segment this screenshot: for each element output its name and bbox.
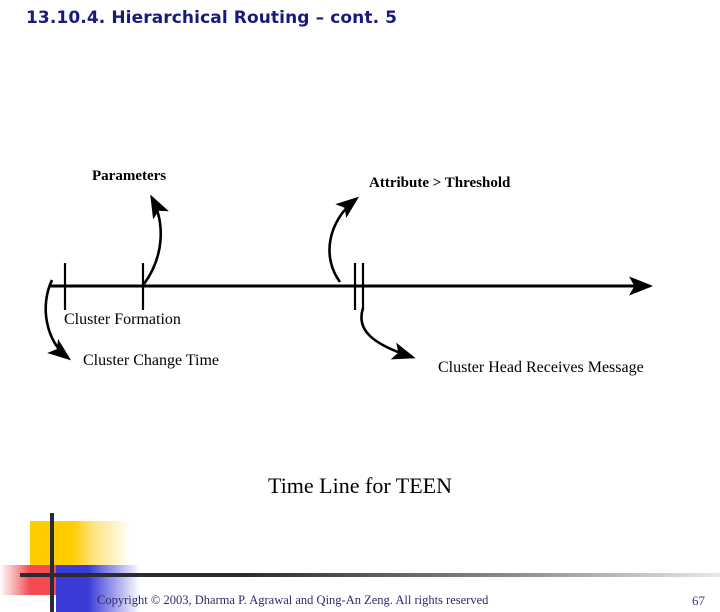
label-cluster-formation: Cluster Formation xyxy=(64,311,181,328)
page-number: 67 xyxy=(692,593,705,608)
diagram-caption: Time Line for TEEN xyxy=(268,473,452,498)
arrow-to-cluster-change-time xyxy=(44,279,72,361)
label-cluster-change-time: Cluster Change Time xyxy=(83,352,220,369)
logo-red-gradient xyxy=(0,565,30,595)
arrow-to-parameters xyxy=(142,194,169,285)
logo-horizontal-rule xyxy=(20,573,720,577)
logo-blue-square xyxy=(56,565,88,612)
arrow-to-attribute-threshold xyxy=(328,196,360,283)
copyright-notice: Copyright © 2003, Dharma P. Agrawal and … xyxy=(97,593,489,607)
logo-yellow-gradient xyxy=(72,521,130,565)
arrow-to-cluster-head-message xyxy=(360,307,416,360)
logo-vertical-rule xyxy=(50,513,54,612)
label-attribute-threshold: Attribute > Threshold xyxy=(369,175,511,191)
label-cluster-head-receives-message: Cluster Head Receives Message xyxy=(438,359,644,376)
logo-blue-gradient xyxy=(88,565,140,612)
footer-logo xyxy=(0,505,720,612)
label-parameters: Parameters xyxy=(92,168,167,184)
page-title: 13.10.4. Hierarchical Routing – cont. 5 xyxy=(26,8,398,28)
